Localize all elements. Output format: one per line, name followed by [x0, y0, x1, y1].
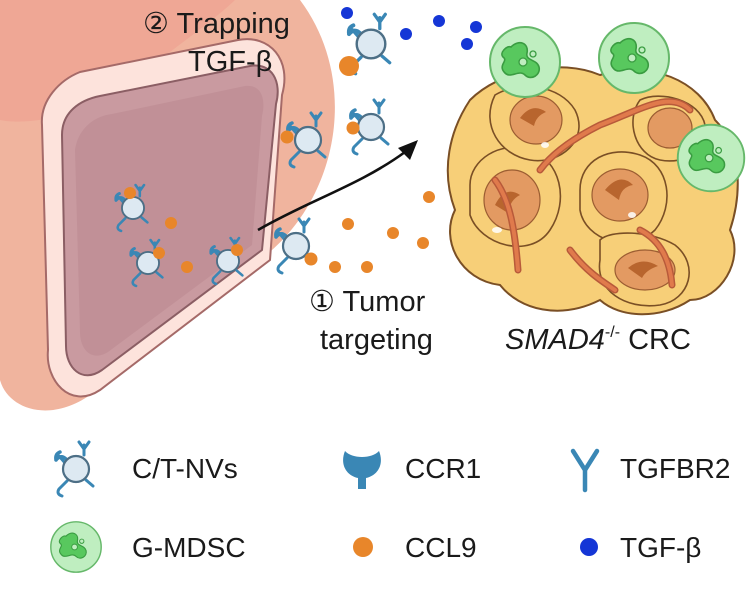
ccl9-dot	[165, 217, 177, 229]
ccl9-dot	[342, 218, 354, 230]
free-particles	[274, 7, 482, 275]
ccl9-dot	[231, 244, 243, 256]
legend-label-tgf-beta: TGF-β	[620, 532, 701, 563]
ccl9-dot	[361, 261, 373, 273]
vessel-particles	[114, 183, 244, 288]
tgf-beta-dot	[400, 28, 412, 40]
ccl9-dot	[387, 227, 399, 239]
legend-label-c-t-nvs: C/T-NVs	[132, 453, 238, 484]
ccl9-dot	[329, 261, 341, 273]
legend-label-tgfbr2: TGFBR2	[620, 453, 730, 484]
ccl9-dot	[153, 247, 165, 259]
ccl9-dot	[339, 56, 359, 76]
ccl9-dot-icon	[353, 537, 373, 557]
targeting-arrow	[257, 140, 418, 232]
step1-label-line2: targeting	[320, 324, 433, 356]
tgf-beta-dot-icon	[580, 538, 598, 556]
ccl9-dot	[423, 191, 435, 203]
ccl9-dot	[346, 121, 360, 135]
tumor-genotype: -/-	[605, 324, 620, 341]
tgf-beta-dot	[470, 21, 482, 33]
legend-label-ccl9: CCL9	[405, 532, 477, 563]
legend: C/T-NVs CCR1 TGFBR2 G-MDSC CCL9 TGF-β	[50, 440, 730, 573]
ccl9-dot	[304, 252, 318, 266]
g-mdsc-cell	[598, 22, 670, 94]
tgf-beta-dot	[341, 7, 353, 19]
blood-vessel	[0, 0, 335, 411]
ccl9-dot	[417, 237, 429, 249]
step2-label-line2: TGF-β	[188, 46, 272, 78]
tgf-beta-dot	[433, 15, 445, 27]
step2-label-line1: ② Trapping	[143, 8, 290, 40]
ccl9-dot	[181, 261, 193, 273]
ccr1-receptor-icon	[343, 451, 381, 489]
g-mdsc-cell	[489, 26, 561, 98]
legend-label-ccr1: CCR1	[405, 453, 481, 484]
step1-label-line1: ① Tumor	[309, 286, 426, 318]
g-mdsc-cell	[676, 123, 746, 193]
ccl9-dot	[280, 130, 294, 144]
tumor	[446, 22, 746, 316]
tumor-label: SMAD4-/- CRC	[505, 324, 691, 356]
ccl9-dot	[124, 187, 136, 199]
tgf-beta-dot	[461, 38, 473, 50]
tumor-type: CRC	[620, 324, 691, 356]
nanovesicle-icon	[54, 440, 95, 498]
tgfbr2-receptor-icon	[570, 448, 600, 493]
g-mdsc-cell-icon	[50, 521, 102, 573]
legend-label-g-mdsc: G-MDSC	[132, 532, 246, 563]
tumor-gene: SMAD4	[505, 324, 605, 356]
